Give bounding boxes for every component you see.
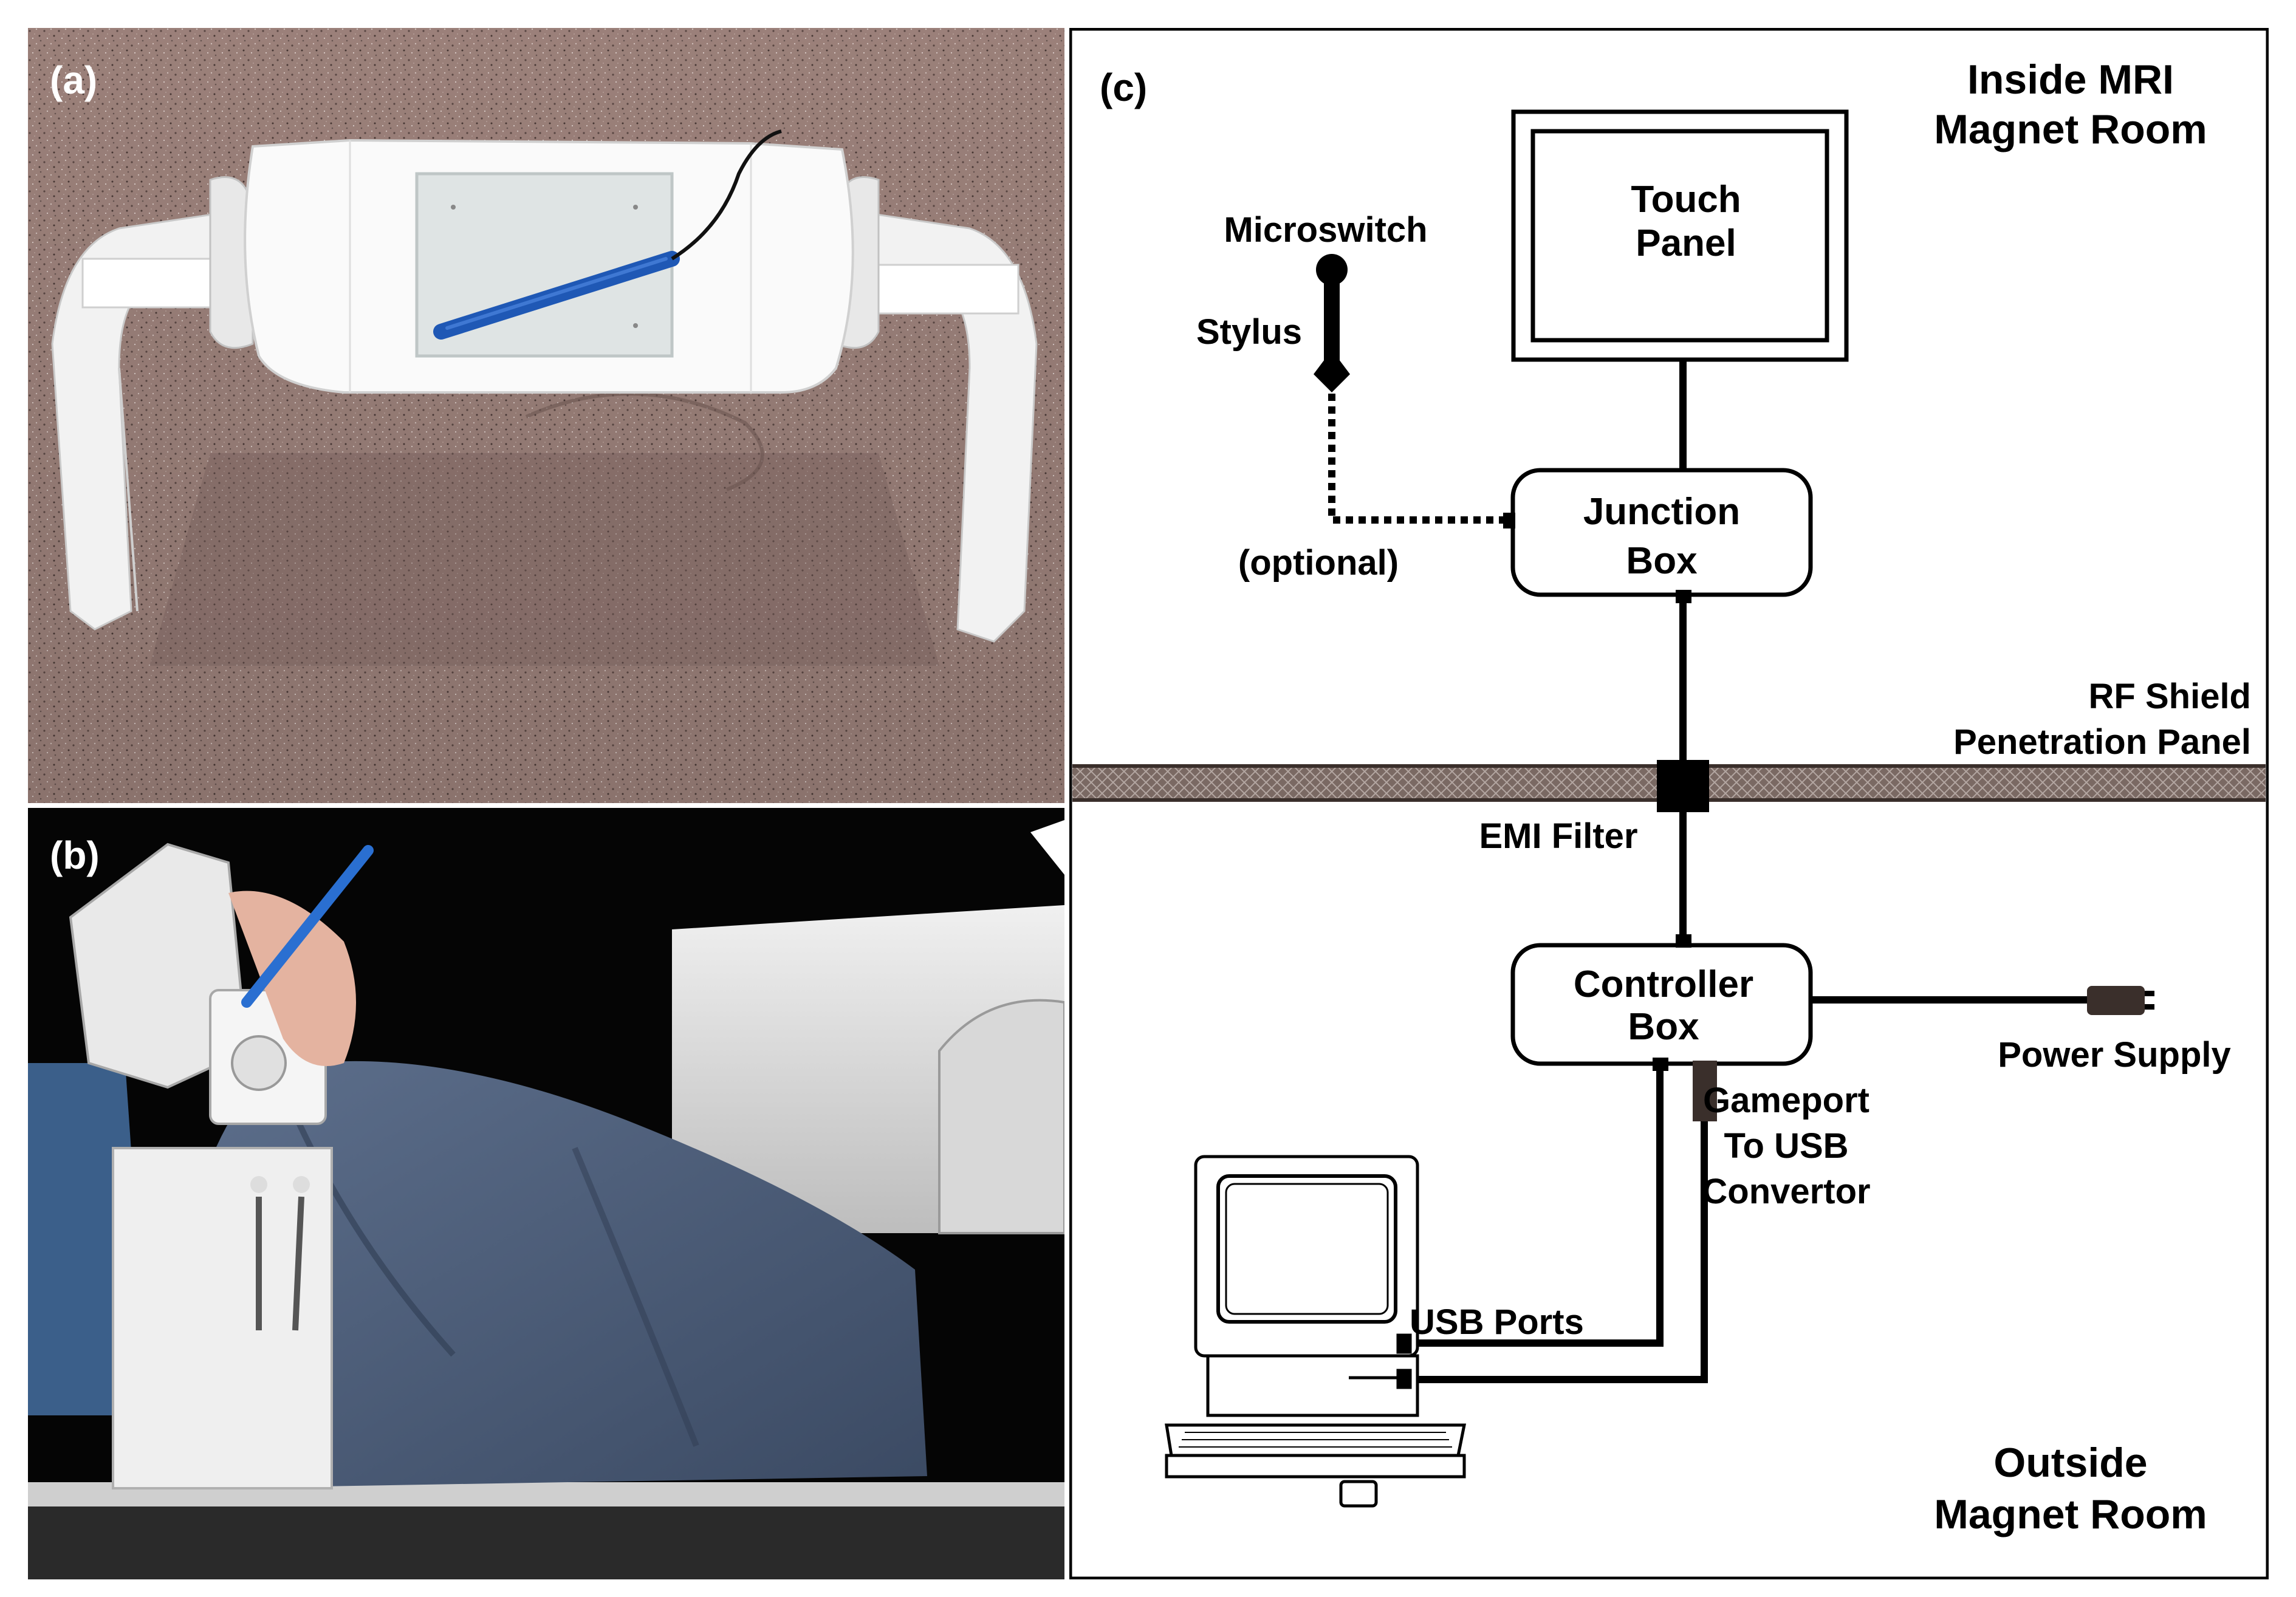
stylus-label: Stylus bbox=[1196, 312, 1302, 352]
touch-panel-label-2: Panel bbox=[1636, 222, 1736, 264]
gameport-label-1: Gameport bbox=[1703, 1081, 1869, 1120]
outside-room-label-2: Magnet Room bbox=[1934, 1491, 2207, 1537]
gameport-label-2: To USB bbox=[1724, 1126, 1848, 1166]
emi-filter-label: EMI Filter bbox=[1479, 816, 1637, 856]
rf-shield-label-2: Penetration Panel bbox=[1953, 722, 2251, 762]
touch-panel-board bbox=[244, 138, 854, 394]
rf-shield-label-1: RF Shield bbox=[2089, 677, 2251, 716]
optional-label: (optional) bbox=[1238, 543, 1399, 583]
power-supply-plug bbox=[2087, 986, 2154, 1015]
panel-b-label: (b) bbox=[50, 833, 100, 877]
inside-room-label-2: Magnet Room bbox=[1934, 106, 2207, 152]
wiring-diagram: Touch Panel Junction Box Microswitch Sty… bbox=[1069, 28, 2269, 1579]
junction-box: Junction Box bbox=[1503, 468, 1813, 603]
panel-a-illustration: (a) bbox=[28, 28, 1064, 803]
emi-filter-block bbox=[1657, 760, 1709, 812]
controller-box: Controller Box bbox=[1510, 934, 1813, 1121]
microswitch-label: Microswitch bbox=[1224, 210, 1427, 250]
touch-panel-holder bbox=[69, 843, 333, 1489]
wire-gameport bbox=[1410, 1088, 1708, 1383]
gameport-adapter bbox=[1693, 1061, 1717, 1121]
scanner-table bbox=[28, 1500, 1064, 1579]
panel-b-photo: (b) bbox=[28, 808, 1064, 1579]
panel-a-photo: (a) bbox=[28, 28, 1064, 803]
usb-ports-label: USB Ports bbox=[1410, 1302, 1584, 1342]
panel-b-illustration: (b) bbox=[28, 808, 1064, 1579]
junction-box-label-1: Junction bbox=[1583, 491, 1740, 533]
stylus-in-hand bbox=[241, 845, 374, 1008]
inside-room-label-1: Inside MRI bbox=[1967, 56, 2174, 103]
power-supply-label: Power Supply bbox=[1998, 1035, 2231, 1075]
controller-box-label-2: Box bbox=[1628, 1006, 1699, 1048]
panel-a-label: (a) bbox=[50, 58, 97, 102]
junction-box-label-2: Box bbox=[1626, 540, 1698, 582]
gameport-label-3: Convertor bbox=[1702, 1172, 1870, 1211]
subject-hand bbox=[228, 891, 356, 1066]
stylus-pen bbox=[433, 129, 782, 340]
panel-c-diagram: Touch Panel Junction Box Microswitch Sty… bbox=[1069, 28, 2269, 1579]
desktop-computer bbox=[1165, 1155, 1467, 1508]
wire-usb-port bbox=[1410, 1061, 1664, 1347]
left-support-leg bbox=[51, 176, 266, 631]
touch-panel-box: Touch Panel bbox=[1511, 109, 1849, 362]
device-shadow bbox=[149, 453, 939, 666]
controller-box-label-1: Controller bbox=[1574, 963, 1753, 1005]
stylus-symbol bbox=[1314, 254, 1350, 392]
panel-c-label: (c) bbox=[1100, 66, 1147, 109]
outside-room-label-1: Outside bbox=[1993, 1440, 2147, 1486]
touch-panel-label-1: Touch bbox=[1631, 179, 1741, 221]
subject-torso bbox=[186, 1061, 927, 1488]
